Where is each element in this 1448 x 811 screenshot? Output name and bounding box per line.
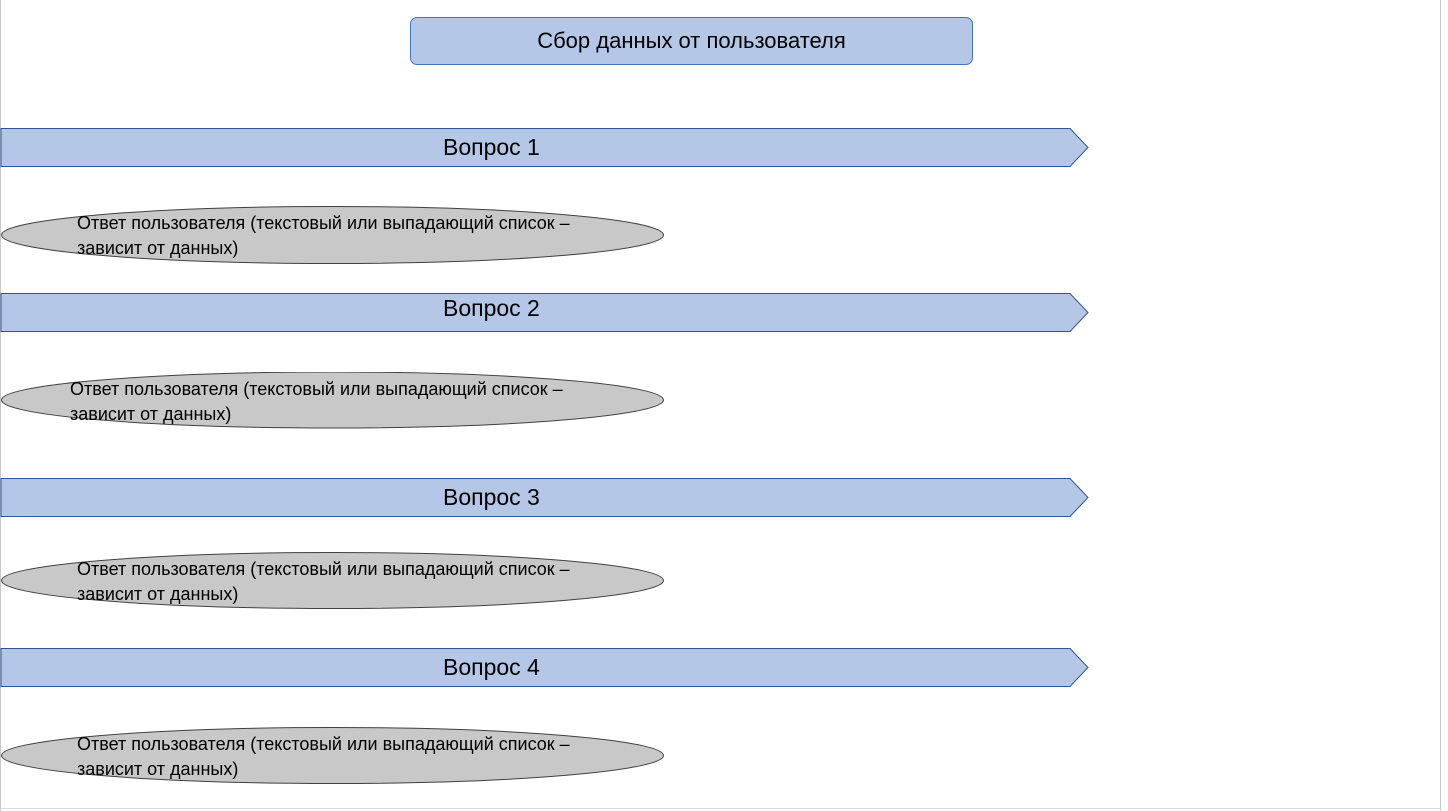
answer-text-1: Ответ пользователя (текстовый или выпада… [77, 213, 570, 258]
question-label-2: Вопрос 2 [443, 295, 540, 321]
slide-left-edge [0, 0, 1, 811]
answer-ellipse-2: Ответ пользователя (текстовый или выпада… [1, 372, 664, 430]
question-label-4: Вопрос 4 [443, 654, 540, 680]
question-arrow-4: Вопрос 4 [0, 648, 1090, 688]
question-arrow-2: Вопрос 2 [0, 293, 1090, 333]
slide-bottom-edge [0, 808, 1441, 809]
slide-right-edge [1440, 0, 1441, 811]
question-label-3: Вопрос 3 [443, 484, 540, 510]
question-label-1: Вопрос 1 [443, 134, 540, 160]
question-arrow-3: Вопрос 3 [0, 478, 1090, 518]
question-arrow-1: Вопрос 1 [0, 128, 1090, 168]
answer-ellipse-3: Ответ пользователя (текстовый или выпада… [1, 552, 664, 610]
answer-text-3: Ответ пользователя (текстовый или выпада… [77, 559, 570, 604]
diagram-title: Сбор данных от пользователя [537, 28, 846, 53]
answer-text-4: Ответ пользователя (текстовый или выпада… [77, 734, 570, 779]
answer-ellipse-4: Ответ пользователя (текстовый или выпада… [1, 727, 664, 785]
diagram-title-box: Сбор данных от пользователя [410, 17, 973, 65]
answer-text-2: Ответ пользователя (текстовый или выпада… [70, 379, 563, 424]
answer-ellipse-1: Ответ пользователя (текстовый или выпада… [1, 206, 664, 264]
